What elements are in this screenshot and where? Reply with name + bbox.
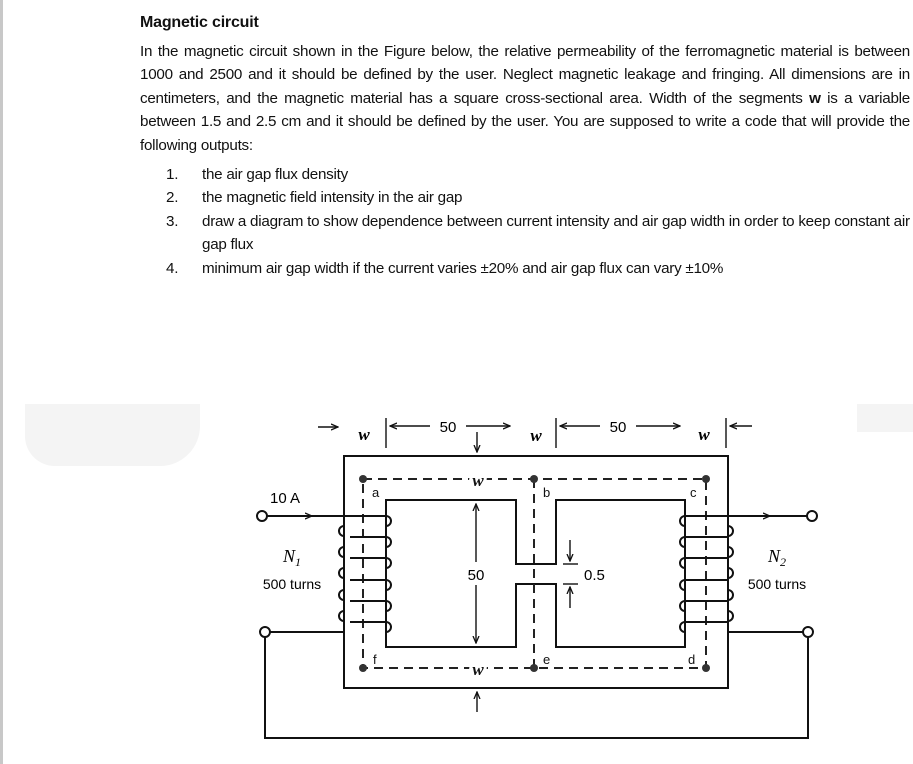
dimension-window-height: 50 xyxy=(468,567,485,584)
coil-n2 xyxy=(679,515,812,633)
terminal-right-bottom xyxy=(802,626,814,638)
node-b-label: b xyxy=(543,485,550,500)
node-c-label: c xyxy=(690,485,697,500)
center-height-dimension xyxy=(476,504,477,712)
width-variable: w xyxy=(809,89,821,107)
page-title: Magnetic circuit xyxy=(140,14,259,31)
width-label-left: w xyxy=(358,425,370,444)
top-dimensions xyxy=(318,418,752,452)
air-gap-length-label: 0.5 xyxy=(584,567,605,584)
current-label: 10 A xyxy=(270,490,300,507)
coil2-turns-label: 500 turns xyxy=(748,576,806,592)
width-label-bottom-yoke: w xyxy=(472,660,484,679)
node-e-label: e xyxy=(543,652,550,667)
terminal-right-top xyxy=(806,510,818,522)
dimension-top-left: 50 xyxy=(440,419,457,436)
air-gap-dimension xyxy=(563,540,578,608)
node-labels: a b c d e f xyxy=(372,485,697,667)
width-label-right: w xyxy=(698,425,710,444)
page-left-border xyxy=(0,0,3,764)
width-label-top-yoke: w xyxy=(472,471,484,490)
mean-flux-path xyxy=(362,478,707,669)
coil1-turns-label: 500 turns xyxy=(263,576,321,592)
background-watermark-right xyxy=(857,404,913,432)
core-outline xyxy=(343,455,729,689)
coil2-name-label: N2 xyxy=(767,546,786,569)
coil-n1 xyxy=(257,515,392,633)
background-watermark-left xyxy=(25,404,200,466)
coil1-name-label: N1 xyxy=(282,546,301,569)
outputs-list: 1.the air gap flux density 2.the magneti… xyxy=(140,163,910,280)
node-a-label: a xyxy=(372,485,380,500)
width-label-center: w xyxy=(530,426,542,445)
list-item: 4.minimum air gap width if the current v… xyxy=(166,259,724,277)
list-item: 3.draw a diagram to show dependence betw… xyxy=(166,212,910,254)
problem-statement: Magnetic circuit In the magnetic circuit… xyxy=(140,14,910,280)
terminal-left-top xyxy=(256,510,268,522)
external-wire xyxy=(264,637,809,739)
list-item: 2.the magnetic field intensity in the ai… xyxy=(166,189,463,207)
node-f-label: f xyxy=(373,652,377,667)
problem-paragraph: In the magnetic circuit shown in the Fig… xyxy=(140,43,910,154)
dimension-top-right: 50 xyxy=(610,419,627,436)
terminal-left-bottom xyxy=(259,626,271,638)
node-d-label: d xyxy=(688,652,695,667)
list-item: 1.the air gap flux density xyxy=(166,166,348,184)
node-dots xyxy=(359,475,710,672)
